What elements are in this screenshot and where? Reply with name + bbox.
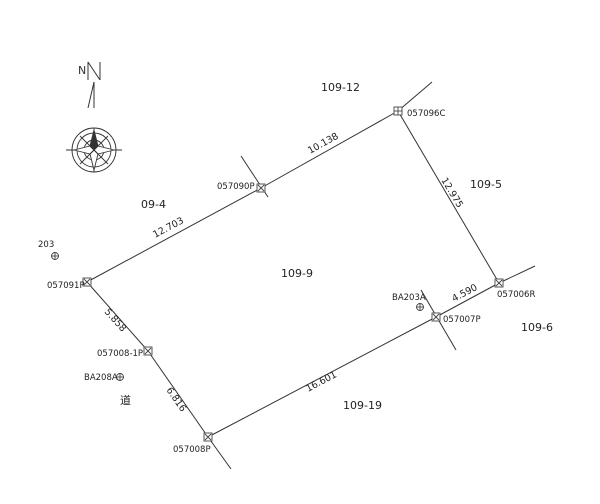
edge-057096C-057006R <box>397 110 500 284</box>
benchmark-BA203A-icon <box>416 303 424 311</box>
extension-057008P <box>207 436 232 470</box>
parcel-label-e: 109-5 <box>470 178 502 191</box>
point-label-057007P: 057007P <box>443 315 481 325</box>
marker-057091P <box>82 277 92 287</box>
parcel-label-se: 109-6 <box>521 321 553 334</box>
parcel-labels: 109-9 109-12 09-4 109-5 109-6 109-19 道 <box>120 81 553 412</box>
parcel-label-w: 09-4 <box>141 198 166 211</box>
compass: N <box>66 61 122 173</box>
benchmark-203-icon <box>51 252 59 260</box>
point-label-057008P: 057008P <box>173 445 211 455</box>
point-markers <box>82 106 504 442</box>
edge-057008-1P-057091P <box>86 281 149 352</box>
edge-057091P-057090P <box>86 187 262 283</box>
marker-057007P <box>431 312 441 322</box>
marker-057006R <box>494 278 504 288</box>
benchmark-label-BA208A: BA208A <box>84 373 118 383</box>
edge-057006R-057007P <box>435 282 500 318</box>
edge-057007P-057008P <box>207 316 437 438</box>
distance-label-6: 6.816 <box>164 385 189 414</box>
parcel-label-n: 109-12 <box>321 81 360 94</box>
parcel-label-main: 109-9 <box>281 267 313 280</box>
distance-label-1: 12.703 <box>151 215 186 240</box>
marker-057090P <box>256 183 266 193</box>
road-label: 道 <box>120 393 131 407</box>
north-label: N <box>78 64 86 77</box>
point-label-057091P: 057091P <box>47 281 85 291</box>
benchmark-labels: 203 BA203A BA208A <box>38 240 426 383</box>
benchmark-label-BA203A: BA203A <box>392 293 426 303</box>
marker-057096C <box>393 106 403 116</box>
point-labels: 057091P 057090P 057096C 057006R 057007P … <box>47 109 535 455</box>
edge-057008P-057008-1P <box>147 350 209 438</box>
extension-057006R <box>498 265 536 284</box>
distance-label-7: 5.858 <box>102 307 128 335</box>
point-label-057008-1P: 057008-1P <box>97 349 143 359</box>
north-arrow-icon <box>87 61 101 109</box>
extension-057096C <box>397 81 433 112</box>
distance-label-5: 16.601 <box>304 369 339 394</box>
edge-057090P-057096C <box>260 110 399 189</box>
benchmark-label-203: 203 <box>38 240 54 250</box>
marker-057008P <box>203 432 213 442</box>
marker-057008-1P <box>143 346 153 356</box>
point-label-057096C: 057096C <box>407 109 445 119</box>
parcel-label-s: 109-19 <box>343 399 382 412</box>
point-label-057090P: 057090P <box>217 182 255 192</box>
benchmark-BA208A-icon <box>116 373 124 381</box>
parcel-boundary <box>86 110 500 438</box>
compass-rose-icon <box>66 127 122 173</box>
point-label-057006R: 057006R <box>497 290 535 300</box>
benchmark-markers <box>51 252 424 381</box>
distance-label-3: 12.975 <box>438 176 465 210</box>
